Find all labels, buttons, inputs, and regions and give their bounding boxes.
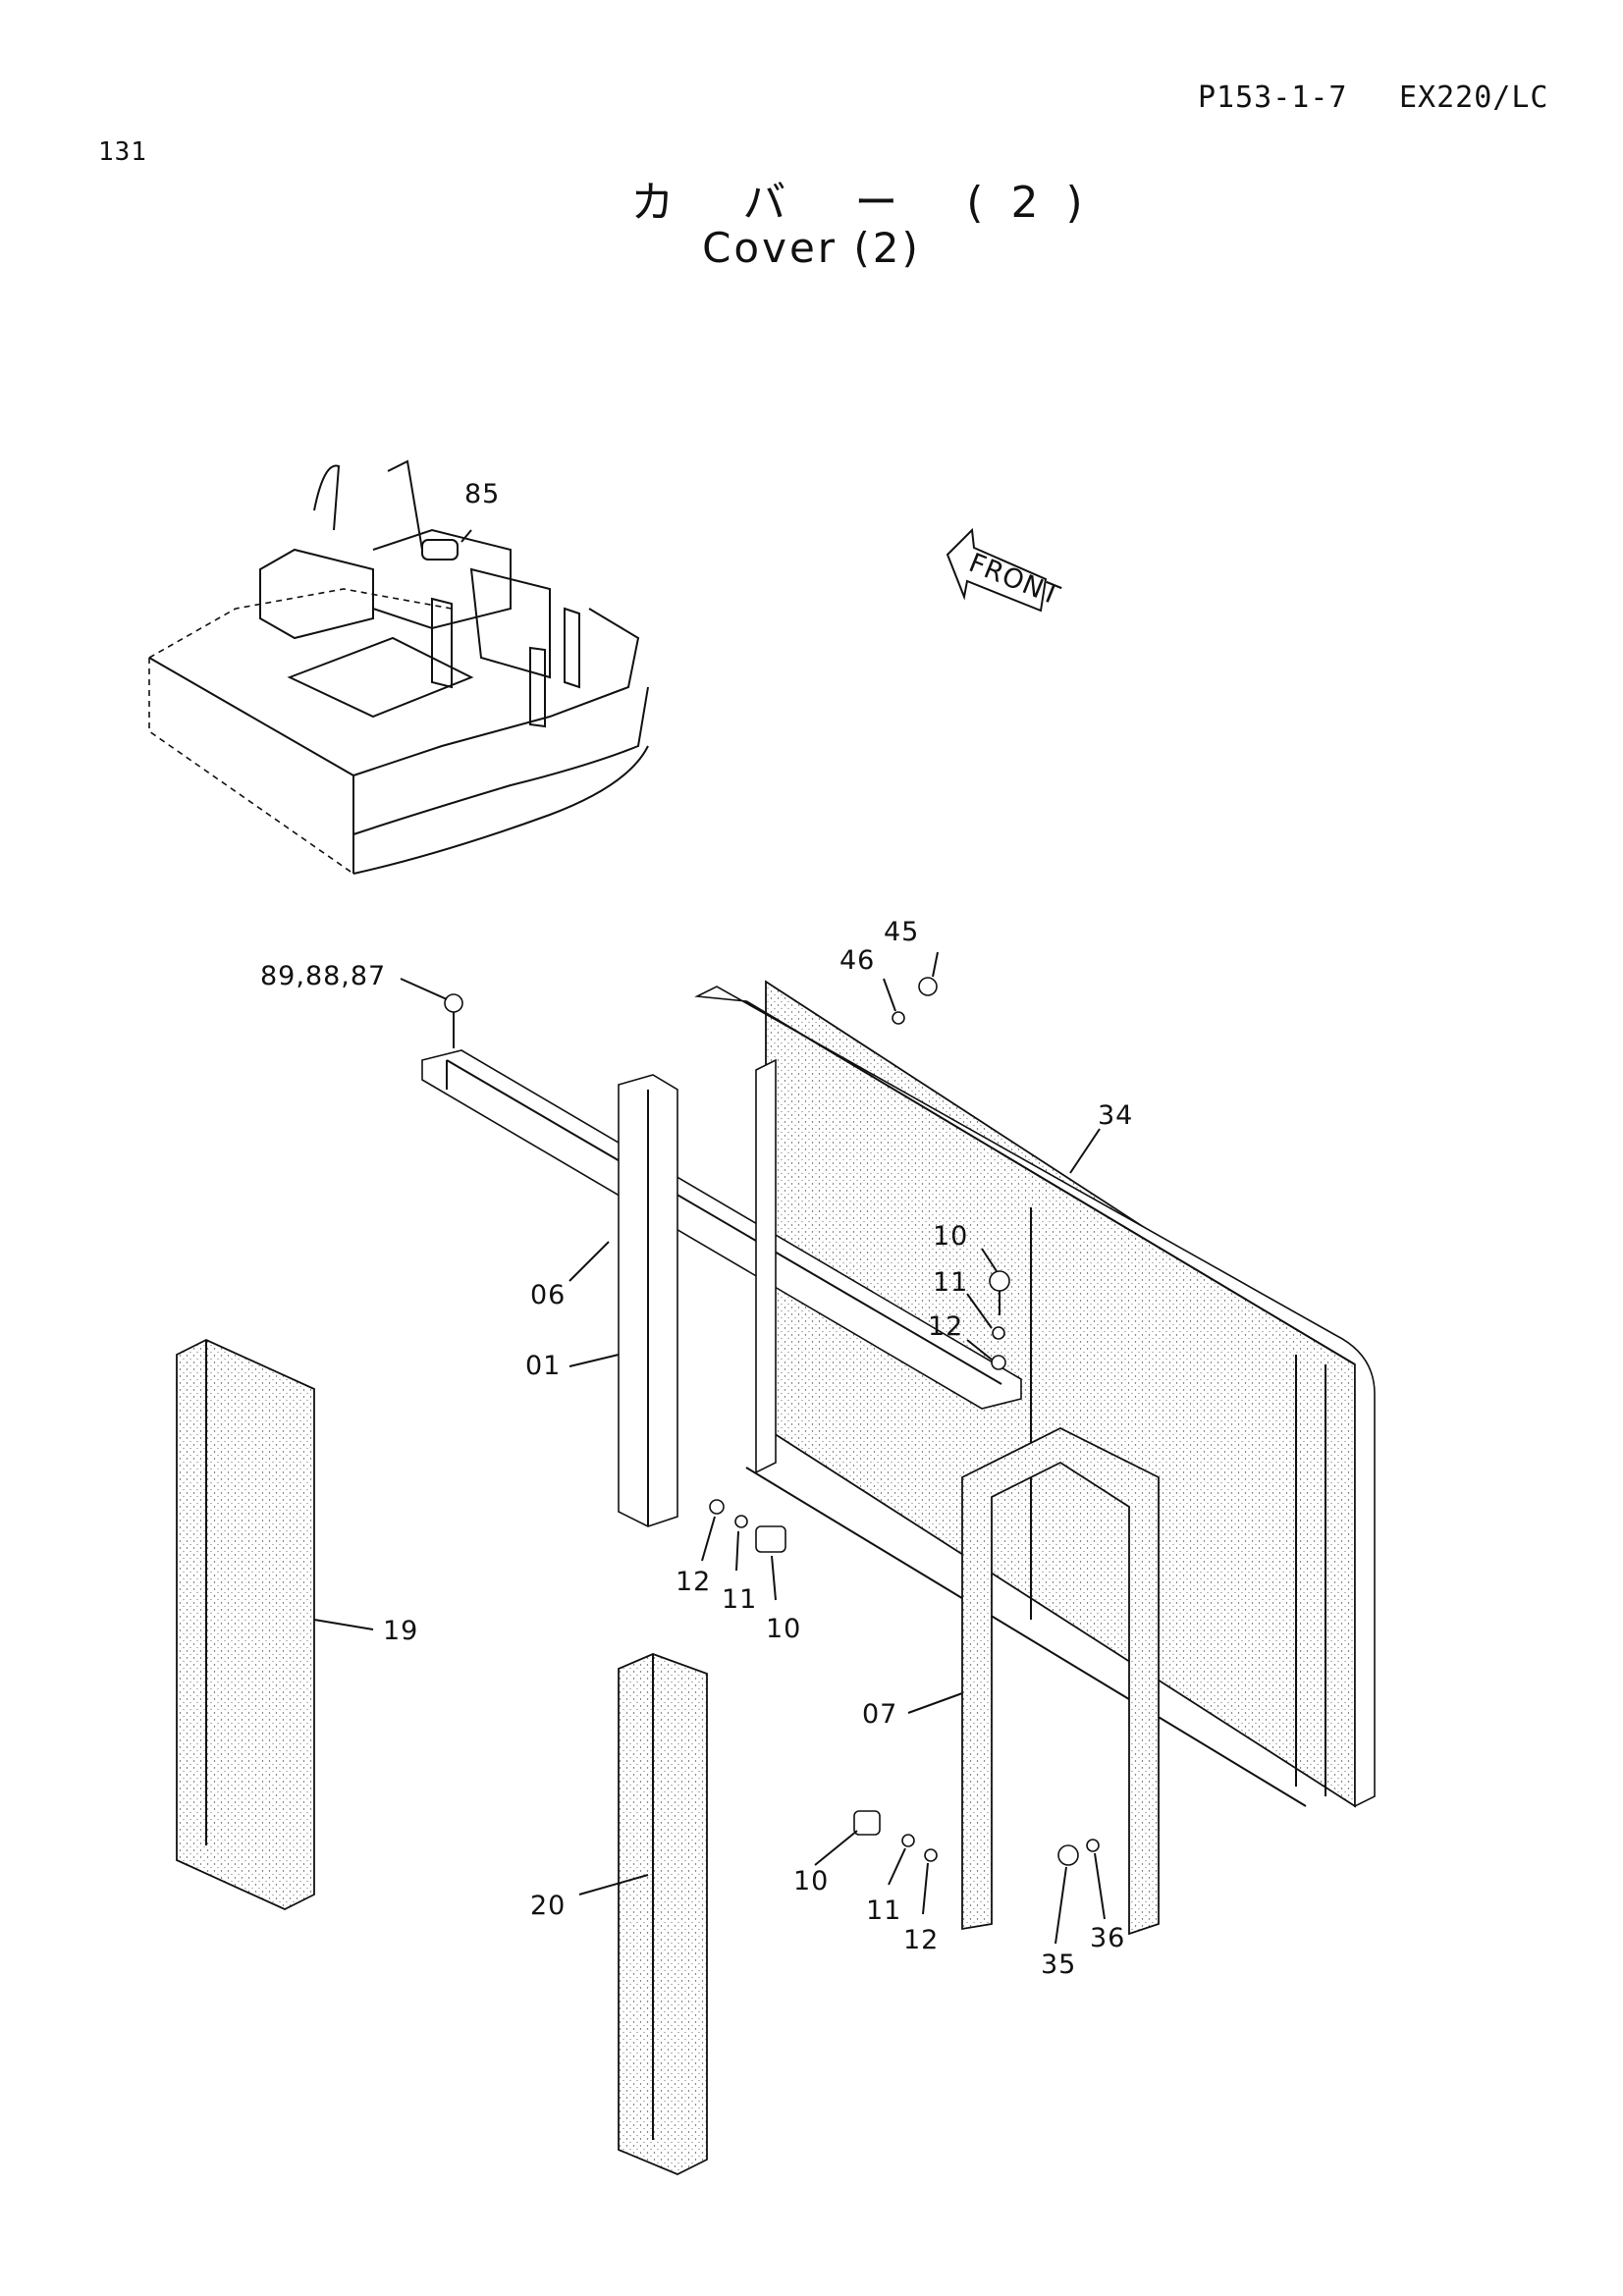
callout-12-middle: 12 [676,1567,711,1597]
callout-35: 35 [1041,1949,1076,1980]
callout-85: 85 [464,479,500,509]
callout-19: 19 [383,1616,418,1646]
callout-11-middle: 11 [722,1584,757,1615]
callout-10-lower: 10 [793,1866,829,1896]
callout-01: 01 [525,1351,561,1381]
callout-45: 45 [884,917,919,947]
front-direction-arrow: FRONT [946,527,1064,613]
callout-11-lower: 11 [866,1896,901,1926]
title-japanese: カ バ ー (2) [630,178,1110,228]
callout-89-88-87: 89,88,87 [260,961,386,991]
callout-34: 34 [1098,1100,1133,1131]
callout-06: 06 [530,1280,566,1310]
callout-12-lower: 12 [903,1925,939,1955]
callout-12-upper: 12 [928,1311,963,1342]
model-code: EX220/LC [1399,80,1549,115]
cross-member [421,1049,1022,1410]
callout-07: 07 [862,1699,897,1730]
callout-10-middle: 10 [766,1614,801,1644]
leader-lines [313,529,1106,1945]
page-number: 131 [98,137,147,167]
cover-panel-assembly [694,980,1376,1808]
callout-labels: 85 45 46 89,88,87 34 10 11 12 06 01 12 1… [260,479,1133,1980]
left-upright-frame [618,1058,777,1527]
reference-code: P153-1-7 [1198,80,1348,115]
right-upright-frame [961,1426,1160,1936]
callout-10-upper: 10 [933,1221,968,1252]
callout-20: 20 [530,1891,566,1921]
callout-46: 46 [839,945,875,976]
seal-lower [618,1653,708,2175]
front-label: FRONT [964,548,1064,612]
callout-11-upper: 11 [933,1267,968,1298]
fasteners [444,977,1100,1866]
side-seal-left [176,1339,315,1910]
callout-36: 36 [1090,1923,1125,1953]
machine-overview-illustration [148,459,649,876]
title-english: Cover (2) [702,224,921,272]
